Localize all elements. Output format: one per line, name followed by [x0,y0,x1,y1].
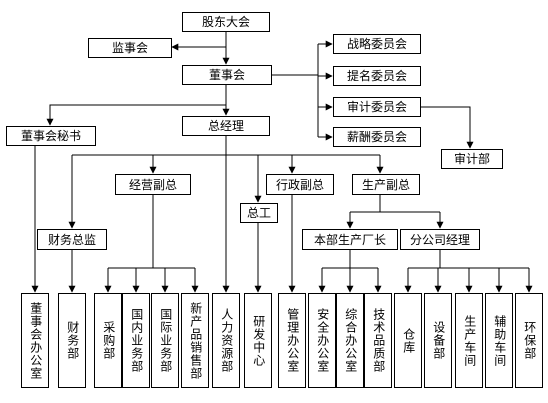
dept-general-office: 综合办公室 [336,293,364,388]
dept-management-office: 管理办公室 [278,293,306,388]
dept-domestic-business: 国内业务部 [122,293,150,388]
dept-warehouse: 仓库 [394,293,422,388]
dept-technical-quality: 技术品质部 [364,293,392,388]
business-vp-box: 经营副总 [115,174,191,195]
dept-human-resources: 人力资源部 [212,293,240,388]
dept-production-workshop: 生产车间 [455,293,483,388]
audit-committee-box: 审计委员会 [333,97,421,117]
dept-auxiliary-workshop: 辅助车间 [485,293,513,388]
general-manager-box: 总经理 [182,116,270,136]
dept-international-business: 国际业务部 [151,293,179,388]
dept-purchasing: 采购部 [94,293,122,388]
dept-safety-office: 安全办公室 [308,293,336,388]
chief-engineer-box: 总工 [240,203,278,223]
finance-director-box: 财务总监 [37,229,107,250]
board-of-directors-box: 董事会 [182,65,272,85]
admin-vp-box: 行政副总 [266,174,334,195]
branch-manager-box: 分公司经理 [400,229,480,250]
strategy-committee-box: 战略委员会 [333,34,421,54]
dept-board-office: 董事会办公室 [21,293,49,388]
dept-rnd-center: 研发中心 [244,293,272,388]
supervisory-board-box: 监事会 [88,38,172,58]
nomination-committee-box: 提名委员会 [333,66,421,86]
board-secretary-box: 董事会秘书 [6,126,96,146]
dept-environmental-protection: 环保部 [515,293,543,388]
dept-finance: 财务部 [58,293,86,388]
shareholders-meeting-box: 股东大会 [182,12,270,32]
audit-department-box: 审计部 [441,149,503,169]
hq-production-director-box: 本部生产厂长 [302,229,398,250]
production-vp-box: 生产副总 [352,174,420,195]
dept-new-product-sales: 新产品销售部 [181,293,209,388]
dept-equipment: 设备部 [424,293,452,388]
remuneration-committee-box: 薪酬委员会 [333,127,421,147]
